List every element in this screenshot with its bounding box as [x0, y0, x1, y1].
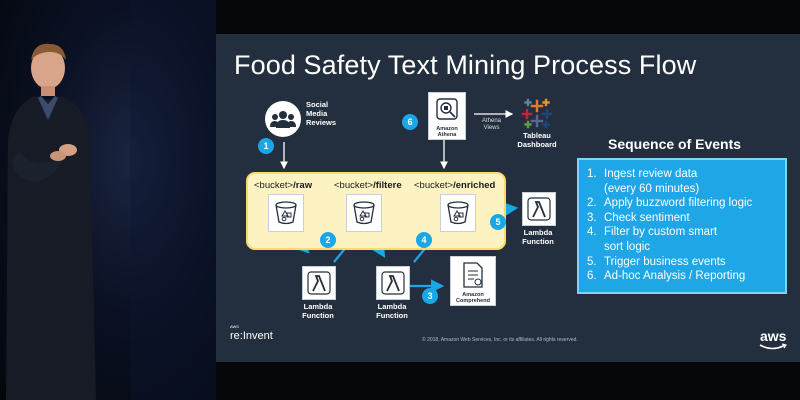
lambda-icon — [527, 197, 551, 221]
lambda-function-3-label: Lambda Function — [522, 228, 554, 246]
step-badge-4: 4 — [416, 232, 432, 248]
comprehend-icon — [463, 262, 483, 288]
sequence-item: 4.Filter by custom smart — [587, 226, 718, 239]
step-badge-3: 3 — [422, 288, 438, 304]
bucket-enriched-box — [440, 194, 476, 232]
reinvent-logo: AWS re:Invent — [230, 324, 273, 342]
copyright-text: © 2018, Amazon Web Services, Inc. or its… — [422, 337, 578, 343]
s3-bucket-icon — [447, 201, 469, 225]
sequence-item: 6.Ad-hoc Analysis / Reporting — [587, 270, 746, 283]
presentation-slide: Food Safety Text Mining Process Flow — [216, 34, 800, 362]
sequence-item: 5.Trigger business events — [587, 255, 726, 268]
lambda-function-2-box — [376, 266, 410, 300]
slide-title: Food Safety Text Mining Process Flow — [234, 50, 697, 80]
sequence-item: 1.Ingest review data — [587, 168, 698, 180]
bucket-raw-label: <bucket>/raw — [254, 180, 313, 191]
lambda-icon — [381, 271, 405, 295]
s3-bucket-icon — [353, 201, 375, 225]
lambda-function-1-box — [302, 266, 336, 300]
tableau-label: Tableau Dashboard — [517, 131, 557, 149]
aws-smile-icon — [759, 343, 787, 350]
lambda-function-2-label: Lambda Function — [376, 302, 408, 320]
athena-icon — [436, 98, 458, 120]
comprehend-box: Amazon Comprehend — [450, 256, 496, 306]
bucket-enriched-label: <bucket>/enriched — [414, 180, 496, 191]
sequence-item: 2.Apply buzzword filtering logic — [587, 197, 753, 210]
bucket-filtered-label: <bucket>/filtere — [334, 180, 402, 191]
sequence-title: Sequence of Events — [608, 136, 742, 152]
step-badge-1: 1 — [258, 138, 274, 154]
bucket-filtered-box — [346, 194, 382, 232]
sequence-item: 3.Check sentiment — [587, 211, 690, 224]
lambda-function-1-label: Lambda Function — [302, 302, 334, 320]
speaker-video-area — [0, 0, 216, 400]
lambda-function-3-box — [522, 192, 556, 226]
athena-box: Amazon Athena — [428, 92, 466, 140]
aws-logo: aws — [760, 328, 787, 344]
step-badge-2: 2 — [320, 232, 336, 248]
sequence-list: 1.Ingest review data (every 60 minutes) … — [587, 167, 752, 284]
social-media-icon — [265, 101, 301, 137]
step-badge-6: 6 — [402, 114, 418, 130]
step-badge-5: 5 — [490, 214, 506, 230]
sequence-item: sort logic — [604, 240, 651, 253]
s3-buckets-panel: <bucket>/raw <bucket>/filtere <bucket>/e… — [246, 172, 506, 250]
bucket-raw-box — [268, 194, 304, 232]
sequence-item: (every 60 minutes) — [604, 182, 700, 195]
sequence-box: 1.Ingest review data (every 60 minutes) … — [577, 158, 787, 294]
lambda-icon — [307, 271, 331, 295]
comprehend-caption: Amazon Comprehend — [456, 292, 490, 304]
athena-caption: Amazon Athena — [436, 126, 458, 138]
s3-bucket-icon — [275, 201, 297, 225]
athena-views-label: Athena Views — [482, 118, 502, 131]
presenter-image — [6, 0, 216, 400]
social-media-label: Social Media Reviews — [306, 100, 337, 127]
tableau-icon — [521, 98, 553, 129]
